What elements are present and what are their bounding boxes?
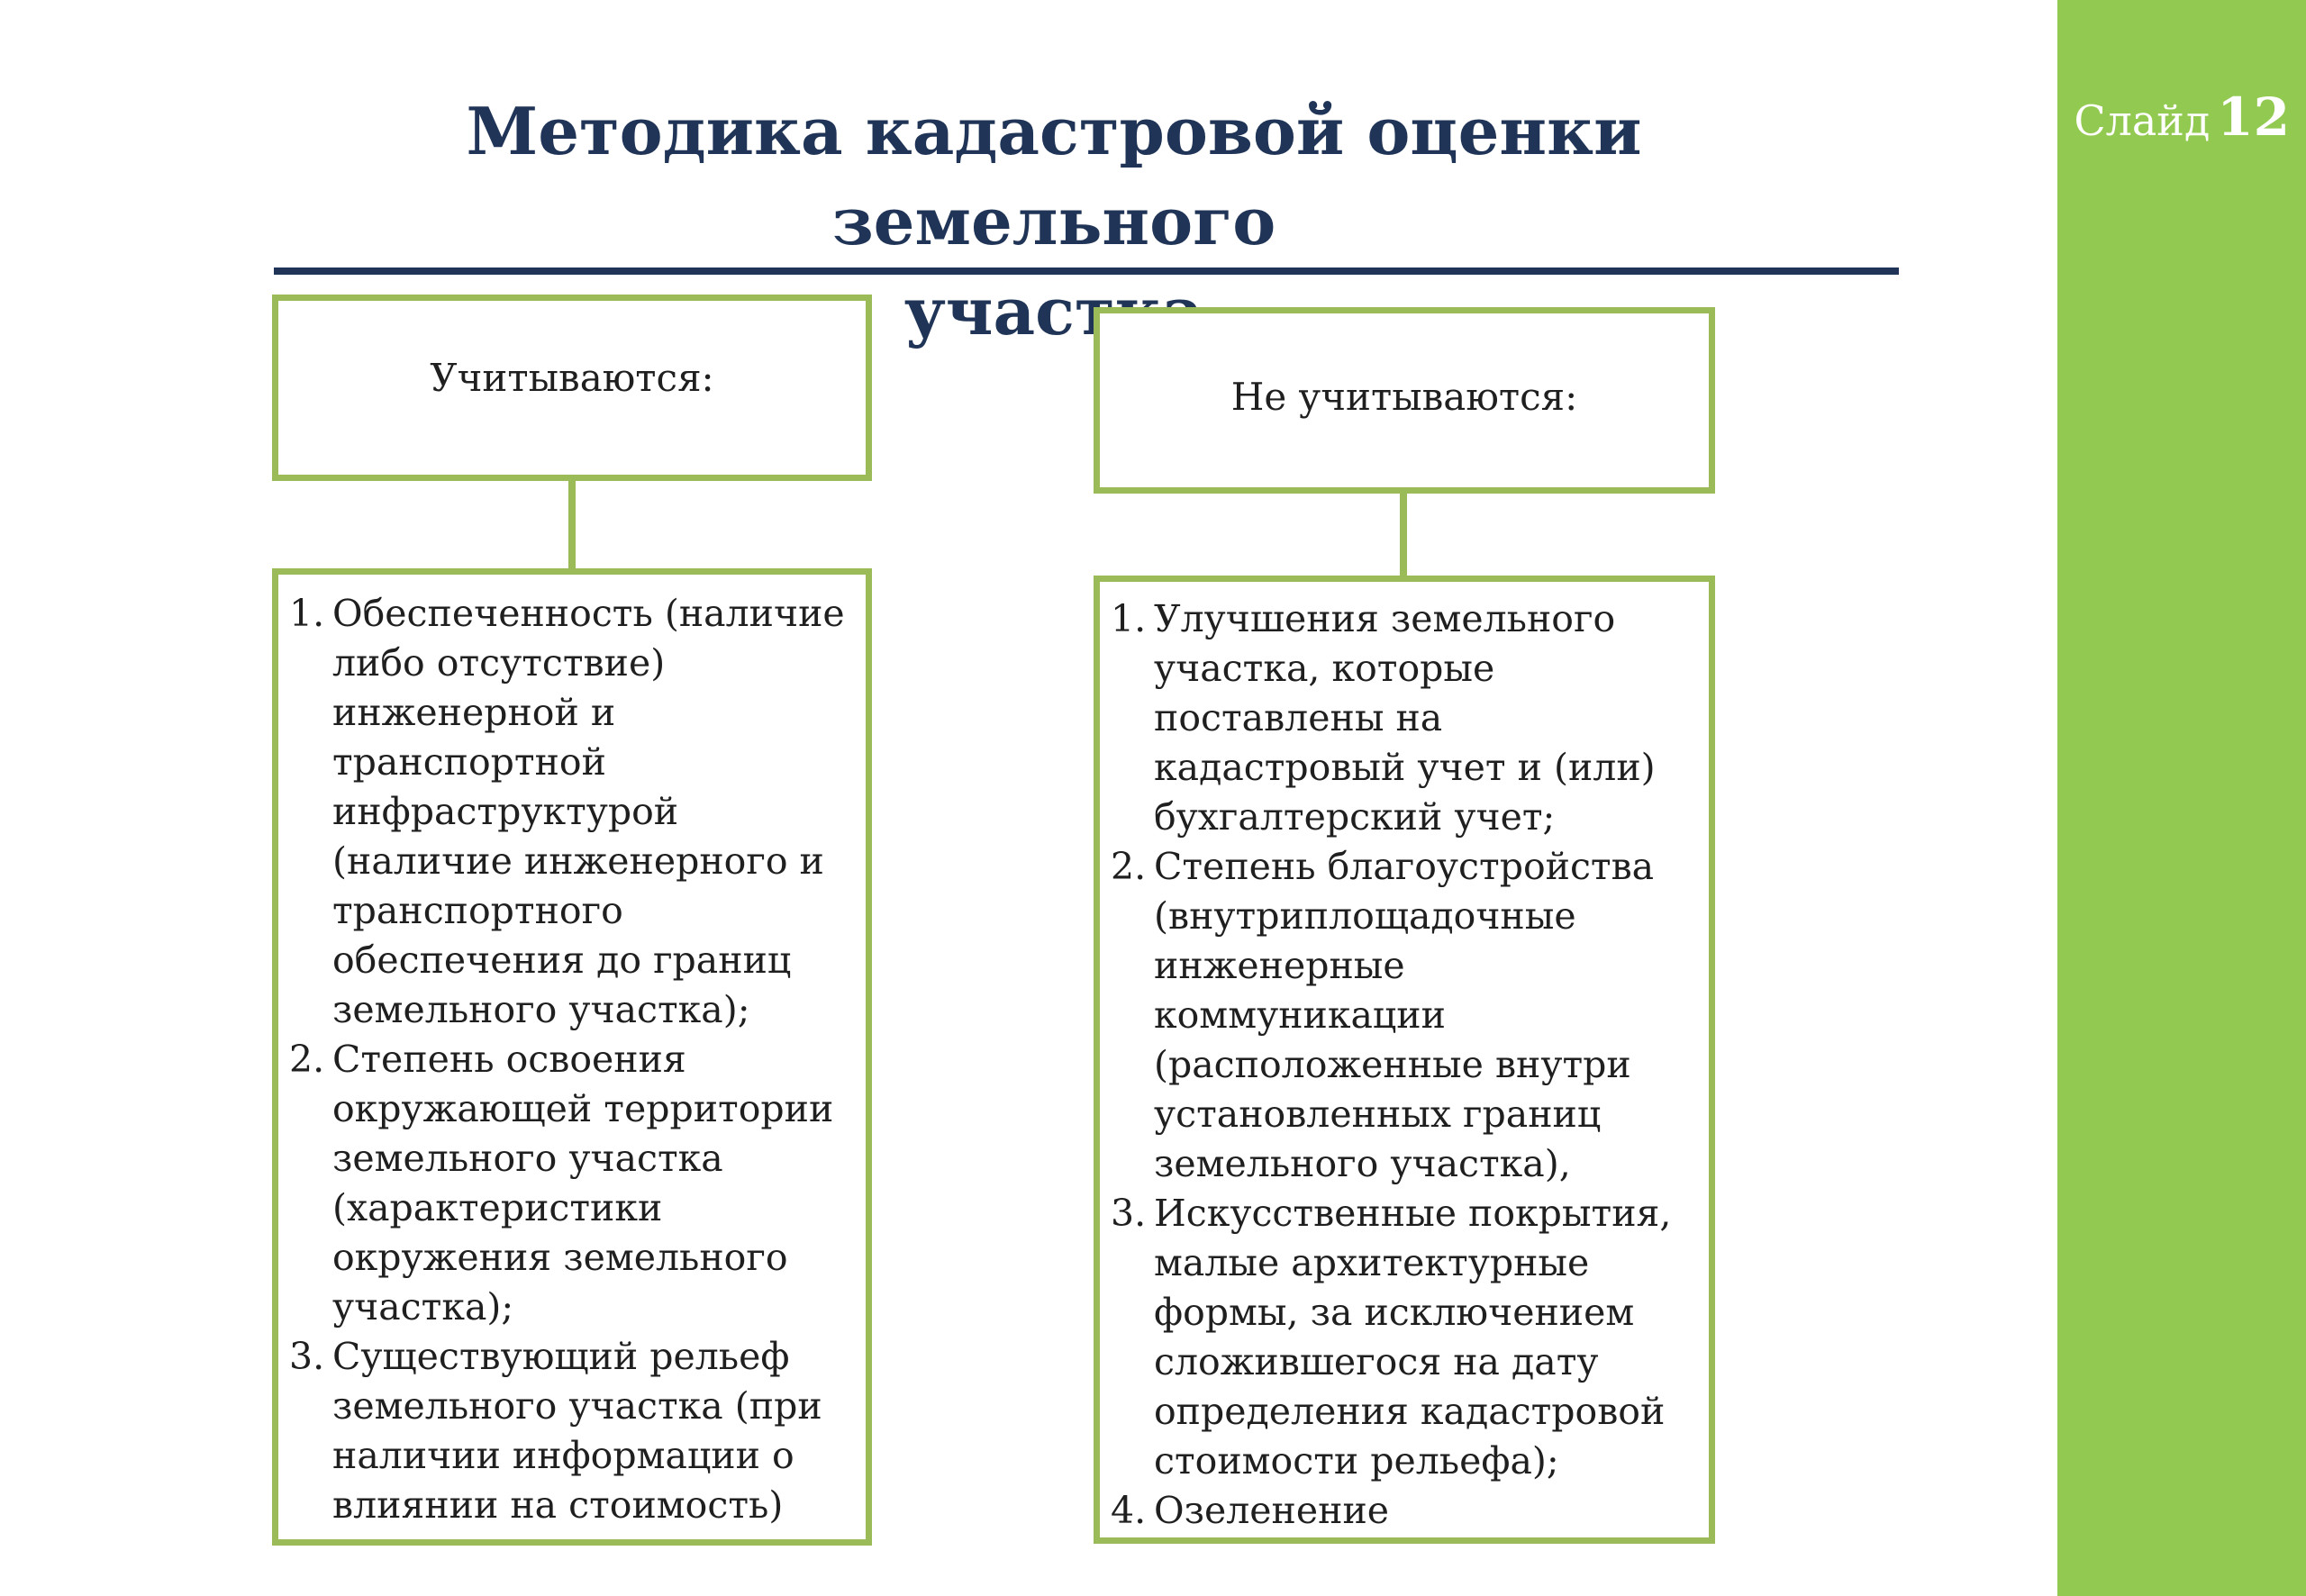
list-item-number: 4. xyxy=(1111,1489,1147,1532)
list-item: 1.Улучшения земельного участка, которые … xyxy=(1111,594,1702,842)
left-header-box: Учитываются: xyxy=(272,295,872,481)
slide-word: Слайд xyxy=(2074,96,2211,145)
right-list-box: 1.Улучшения земельного участка, которые … xyxy=(1094,576,1715,1544)
list-item: 3.Искусственные покрытия, малые архитект… xyxy=(1111,1189,1702,1486)
list-item: 1.Обеспеченность (наличие либо отсутстви… xyxy=(289,589,858,1035)
left-list-box: 1.Обеспеченность (наличие либо отсутстви… xyxy=(272,568,872,1546)
list-item-text: Улучшения земельного участка, которые по… xyxy=(1154,597,1656,839)
left-connector xyxy=(568,481,576,569)
list-item-number: 2. xyxy=(1111,845,1147,888)
slide-number: 12 xyxy=(2217,86,2290,148)
list-item: 2.Степень благоустройства (внутриплощадо… xyxy=(1111,842,1702,1189)
list-item: 4.Озеленение xyxy=(1111,1486,1702,1536)
list-item-number: 2. xyxy=(289,1038,325,1081)
title-line-1: Методика кадастровой оценки земельного xyxy=(466,93,1642,259)
list-item-number: 1. xyxy=(289,592,325,635)
list-item-text: Существующий рельеф земельного участка (… xyxy=(332,1335,822,1527)
left-header-text: Учитываются: xyxy=(430,356,714,400)
slide-title: Методика кадастровой оценки земельного у… xyxy=(270,86,1838,357)
list-item-number: 1. xyxy=(1111,597,1147,640)
list-item-number: 3. xyxy=(1111,1192,1147,1235)
list-item-text: Степень освоения окружающей территории з… xyxy=(332,1038,834,1328)
right-connector xyxy=(1400,494,1407,576)
list-item-text: Степень благоустройства (внутриплощадочн… xyxy=(1154,845,1655,1185)
left-list: 1.Обеспеченность (наличие либо отсутстви… xyxy=(289,589,858,1530)
list-item-text: Искусственные покрытия, малые архитектур… xyxy=(1154,1192,1672,1483)
list-item-text: Обеспеченность (наличие либо отсутствие)… xyxy=(332,592,845,1031)
right-list: 1.Улучшения земельного участка, которые … xyxy=(1111,594,1702,1536)
title-underline xyxy=(274,268,1899,275)
list-item-number: 3. xyxy=(289,1335,325,1378)
list-item-text: Озеленение xyxy=(1154,1489,1390,1532)
list-item: 2.Степень освоения окружающей территории… xyxy=(289,1035,858,1332)
right-header-box: Не учитываются: xyxy=(1094,307,1715,494)
list-item: 3.Существующий рельеф земельного участка… xyxy=(289,1332,858,1530)
right-header-text: Не учитываются: xyxy=(1230,375,1578,419)
